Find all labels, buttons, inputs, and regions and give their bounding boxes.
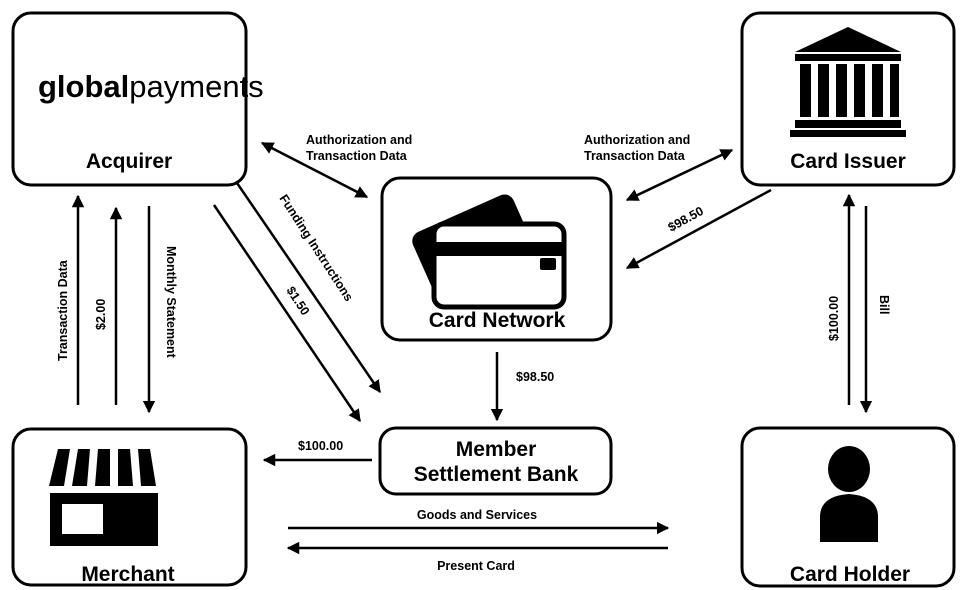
acquirer-label: Acquirer <box>86 150 172 173</box>
global-payments-logo: globalpayments <box>38 69 264 104</box>
label-iss-auth-line1: Authorization and <box>584 133 690 147</box>
label-holder-payment: $100.00 <box>827 296 841 341</box>
bank-icon <box>790 27 906 137</box>
member-bank-label-line1: Member <box>456 438 537 461</box>
merchant-label: Merchant <box>81 563 174 586</box>
arrow-issuer-to-network <box>625 188 772 270</box>
label-present-card: Present Card <box>437 559 515 573</box>
acquirer-node: globalpayments Acquirer <box>11 11 264 187</box>
label-bill: Bill <box>877 295 891 314</box>
arrow-acquirer-network-auth <box>260 141 369 199</box>
storefront-icon <box>49 449 158 546</box>
card-holder-label: Card Holder <box>790 563 910 586</box>
arrow-network-issuer-auth <box>625 148 734 202</box>
label-funding-instructions: Funding Instructions <box>276 192 355 304</box>
label-acq-auth-line2: Transaction Data <box>306 149 408 163</box>
label-bank-to-merchant: $100.00 <box>298 439 343 453</box>
merchant-node: Merchant <box>11 427 248 587</box>
person-icon <box>820 446 878 542</box>
label-network-to-bank: $98.50 <box>516 370 554 384</box>
card-issuer-label: Card Issuer <box>790 150 906 173</box>
credit-cards-icon <box>412 194 567 310</box>
label-monthly-statement: Monthly Statement <box>164 246 178 359</box>
member-settlement-bank-node: Member Settlement Bank <box>378 426 613 496</box>
label-transaction-data: Transaction Data <box>56 259 70 361</box>
label-issuer-to-network: $98.50 <box>666 204 706 235</box>
card-network-node: Card Network <box>380 176 613 342</box>
label-acq-auth-line1: Authorization and <box>306 133 412 147</box>
label-merchant-fee: $2.00 <box>94 299 108 330</box>
member-bank-label-line2: Settlement Bank <box>414 463 579 486</box>
arrow-funding-instructions <box>235 182 382 394</box>
label-iss-auth-line2: Transaction Data <box>584 149 686 163</box>
card-issuer-node: Card Issuer <box>740 11 956 187</box>
card-network-label: Card Network <box>429 309 566 332</box>
label-goods-services: Goods and Services <box>417 508 537 522</box>
card-holder-node: Card Holder <box>740 426 956 588</box>
arrow-acquirer-fee <box>212 204 362 423</box>
